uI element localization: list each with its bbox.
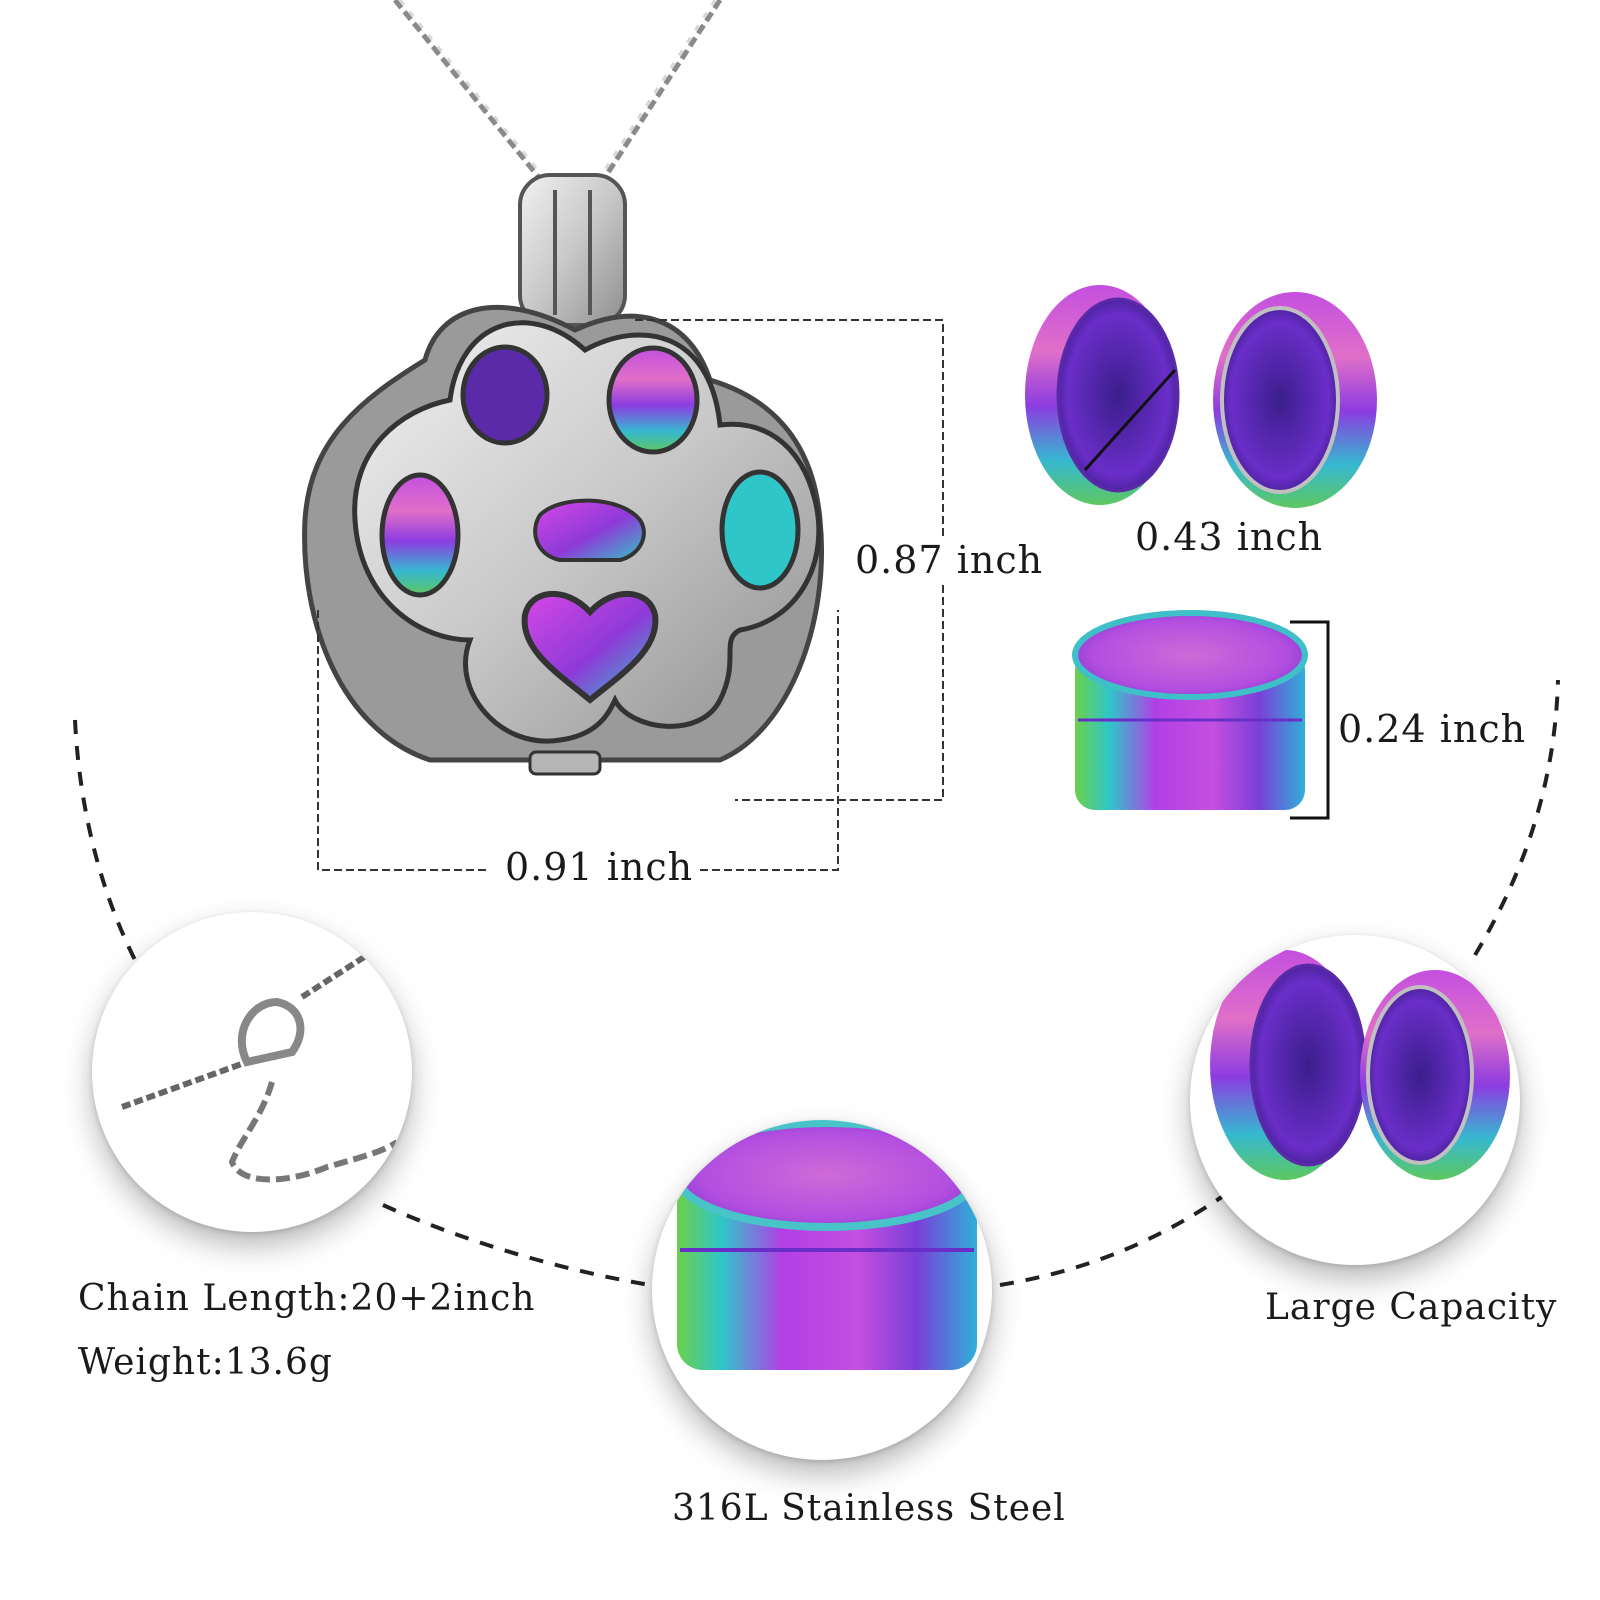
weight-label: Weight:13.6g	[78, 1342, 333, 1383]
closed-capsule-side	[1072, 610, 1308, 810]
width-dimension-lines	[317, 610, 839, 871]
height-label: 0.87 inch	[855, 538, 1044, 582]
urn-capsule-icon	[673, 1120, 981, 1370]
cap-height-bracket	[1290, 620, 1330, 820]
height-dimension-lines	[635, 319, 944, 801]
width-label: 0.91 inch	[505, 845, 694, 889]
capsule-detail-circle	[652, 1120, 992, 1460]
connector-arc	[73, 679, 1560, 1287]
capsule-halves-top	[1025, 285, 1377, 508]
paw-locket-pendant	[302, 304, 825, 776]
open-capsule-icon	[1210, 950, 1510, 1180]
cap-diameter-label: 0.43 inch	[1135, 515, 1324, 559]
capacity-detail-circle	[1190, 935, 1520, 1265]
locket-bail	[518, 173, 627, 327]
capacity-label: Large Capacity	[1265, 1287, 1558, 1328]
material-label: 316L Stainless Steel	[672, 1488, 1066, 1529]
chain-detail-circle	[92, 912, 412, 1232]
lobster-clasp-icon	[120, 949, 399, 1183]
necklace-chain	[393, 0, 723, 187]
cap-height-label: 0.24 inch	[1338, 707, 1527, 751]
chain-length-label: Chain Length:20+2inch	[78, 1278, 536, 1319]
